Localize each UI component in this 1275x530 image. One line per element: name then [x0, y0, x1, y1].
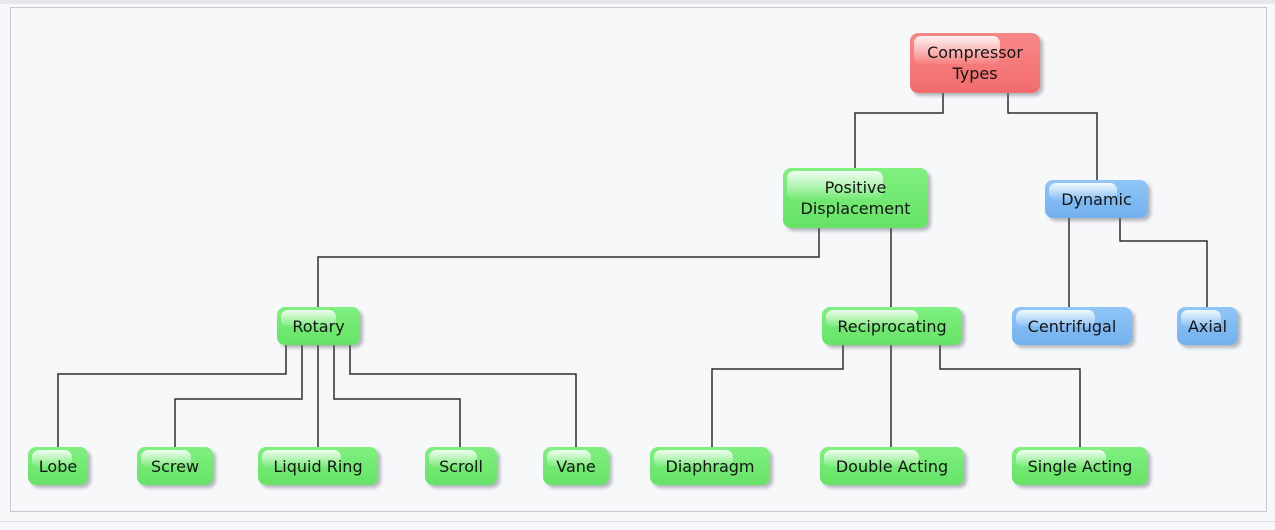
node-double-acting: Double Acting — [820, 447, 964, 485]
node-label-liquid-ring: Liquid Ring — [273, 456, 363, 476]
node-label-vane: Vane — [556, 456, 596, 476]
node-vane: Vane — [543, 447, 609, 485]
node-axial: Axial — [1177, 307, 1238, 345]
window-top-strip — [0, 0, 1275, 4]
node-label-rotary: Rotary — [292, 316, 345, 336]
node-label-scroll: Scroll — [439, 456, 483, 476]
node-dynamic: Dynamic — [1045, 180, 1148, 218]
node-compressor-types: Compressor Types — [910, 33, 1040, 93]
node-scroll: Scroll — [425, 447, 497, 485]
node-label-positive-displacement: Positive Displacement — [800, 178, 911, 218]
node-screw: Screw — [137, 447, 213, 485]
node-single-acting: Single Acting — [1012, 447, 1148, 485]
node-reciprocating: Reciprocating — [822, 307, 962, 345]
node-label-screw: Screw — [150, 456, 200, 476]
node-diaphragm: Diaphragm — [650, 447, 770, 485]
node-label-compressor-types: Compressor Types — [927, 43, 1023, 83]
node-label-double-acting: Double Acting — [835, 456, 949, 476]
node-label-diaphragm: Diaphragm — [665, 456, 755, 476]
bottom-separator — [0, 521, 1275, 522]
node-positive-displacement: Positive Displacement — [783, 168, 928, 228]
node-label-lobe: Lobe — [38, 456, 78, 476]
node-label-single-acting: Single Acting — [1027, 456, 1133, 476]
node-label-dynamic: Dynamic — [1061, 189, 1132, 209]
node-centrifugal: Centrifugal — [1012, 307, 1132, 345]
node-label-axial: Axial — [1187, 316, 1228, 336]
node-rotary: Rotary — [277, 307, 360, 345]
node-lobe: Lobe — [28, 447, 88, 485]
node-label-centrifugal: Centrifugal — [1027, 316, 1117, 336]
diagram-frame — [10, 7, 1267, 512]
node-liquid-ring: Liquid Ring — [258, 447, 378, 485]
node-label-reciprocating: Reciprocating — [837, 316, 947, 336]
